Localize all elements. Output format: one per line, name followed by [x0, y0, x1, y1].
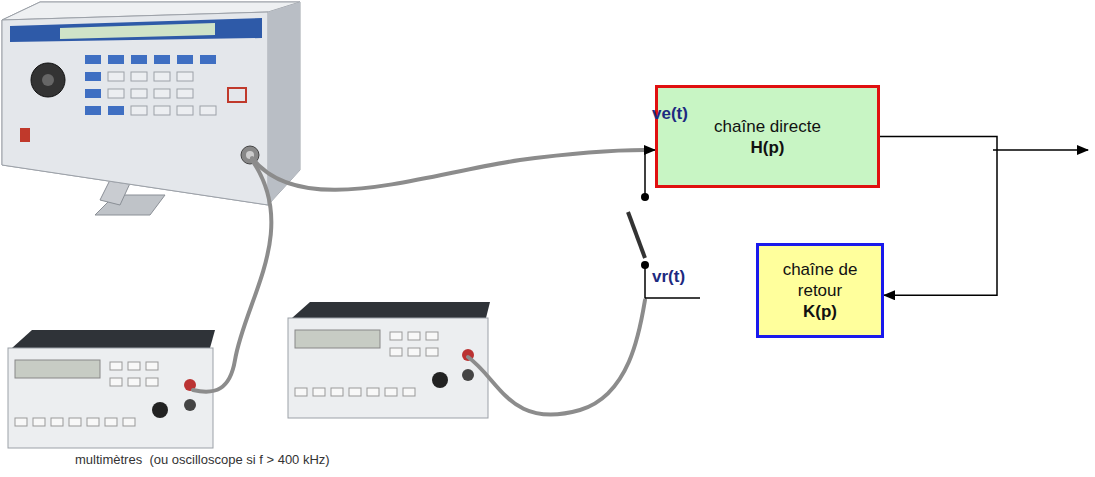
process-box: chaîne de retourK(p) [756, 243, 884, 338]
process-box: chaîne directeH(p) [655, 85, 880, 188]
multimeter-illustration [288, 302, 490, 418]
block-name: chaîne directe [714, 116, 821, 137]
switch-symbol [628, 193, 649, 269]
note: multimètres (ou oscilloscope si f > 400 … [75, 452, 330, 467]
generator-illustration [2, 2, 300, 215]
feedback-connector [880, 137, 997, 296]
cable [193, 150, 645, 415]
transfer-function: H(p) [751, 137, 785, 158]
signal-name: vr(t) [652, 267, 685, 287]
transfer-function: K(p) [803, 301, 837, 322]
block-name: chaîne de retour [767, 259, 873, 301]
multimeter-illustration [8, 330, 215, 448]
signal-name: ve(t) [652, 104, 688, 124]
